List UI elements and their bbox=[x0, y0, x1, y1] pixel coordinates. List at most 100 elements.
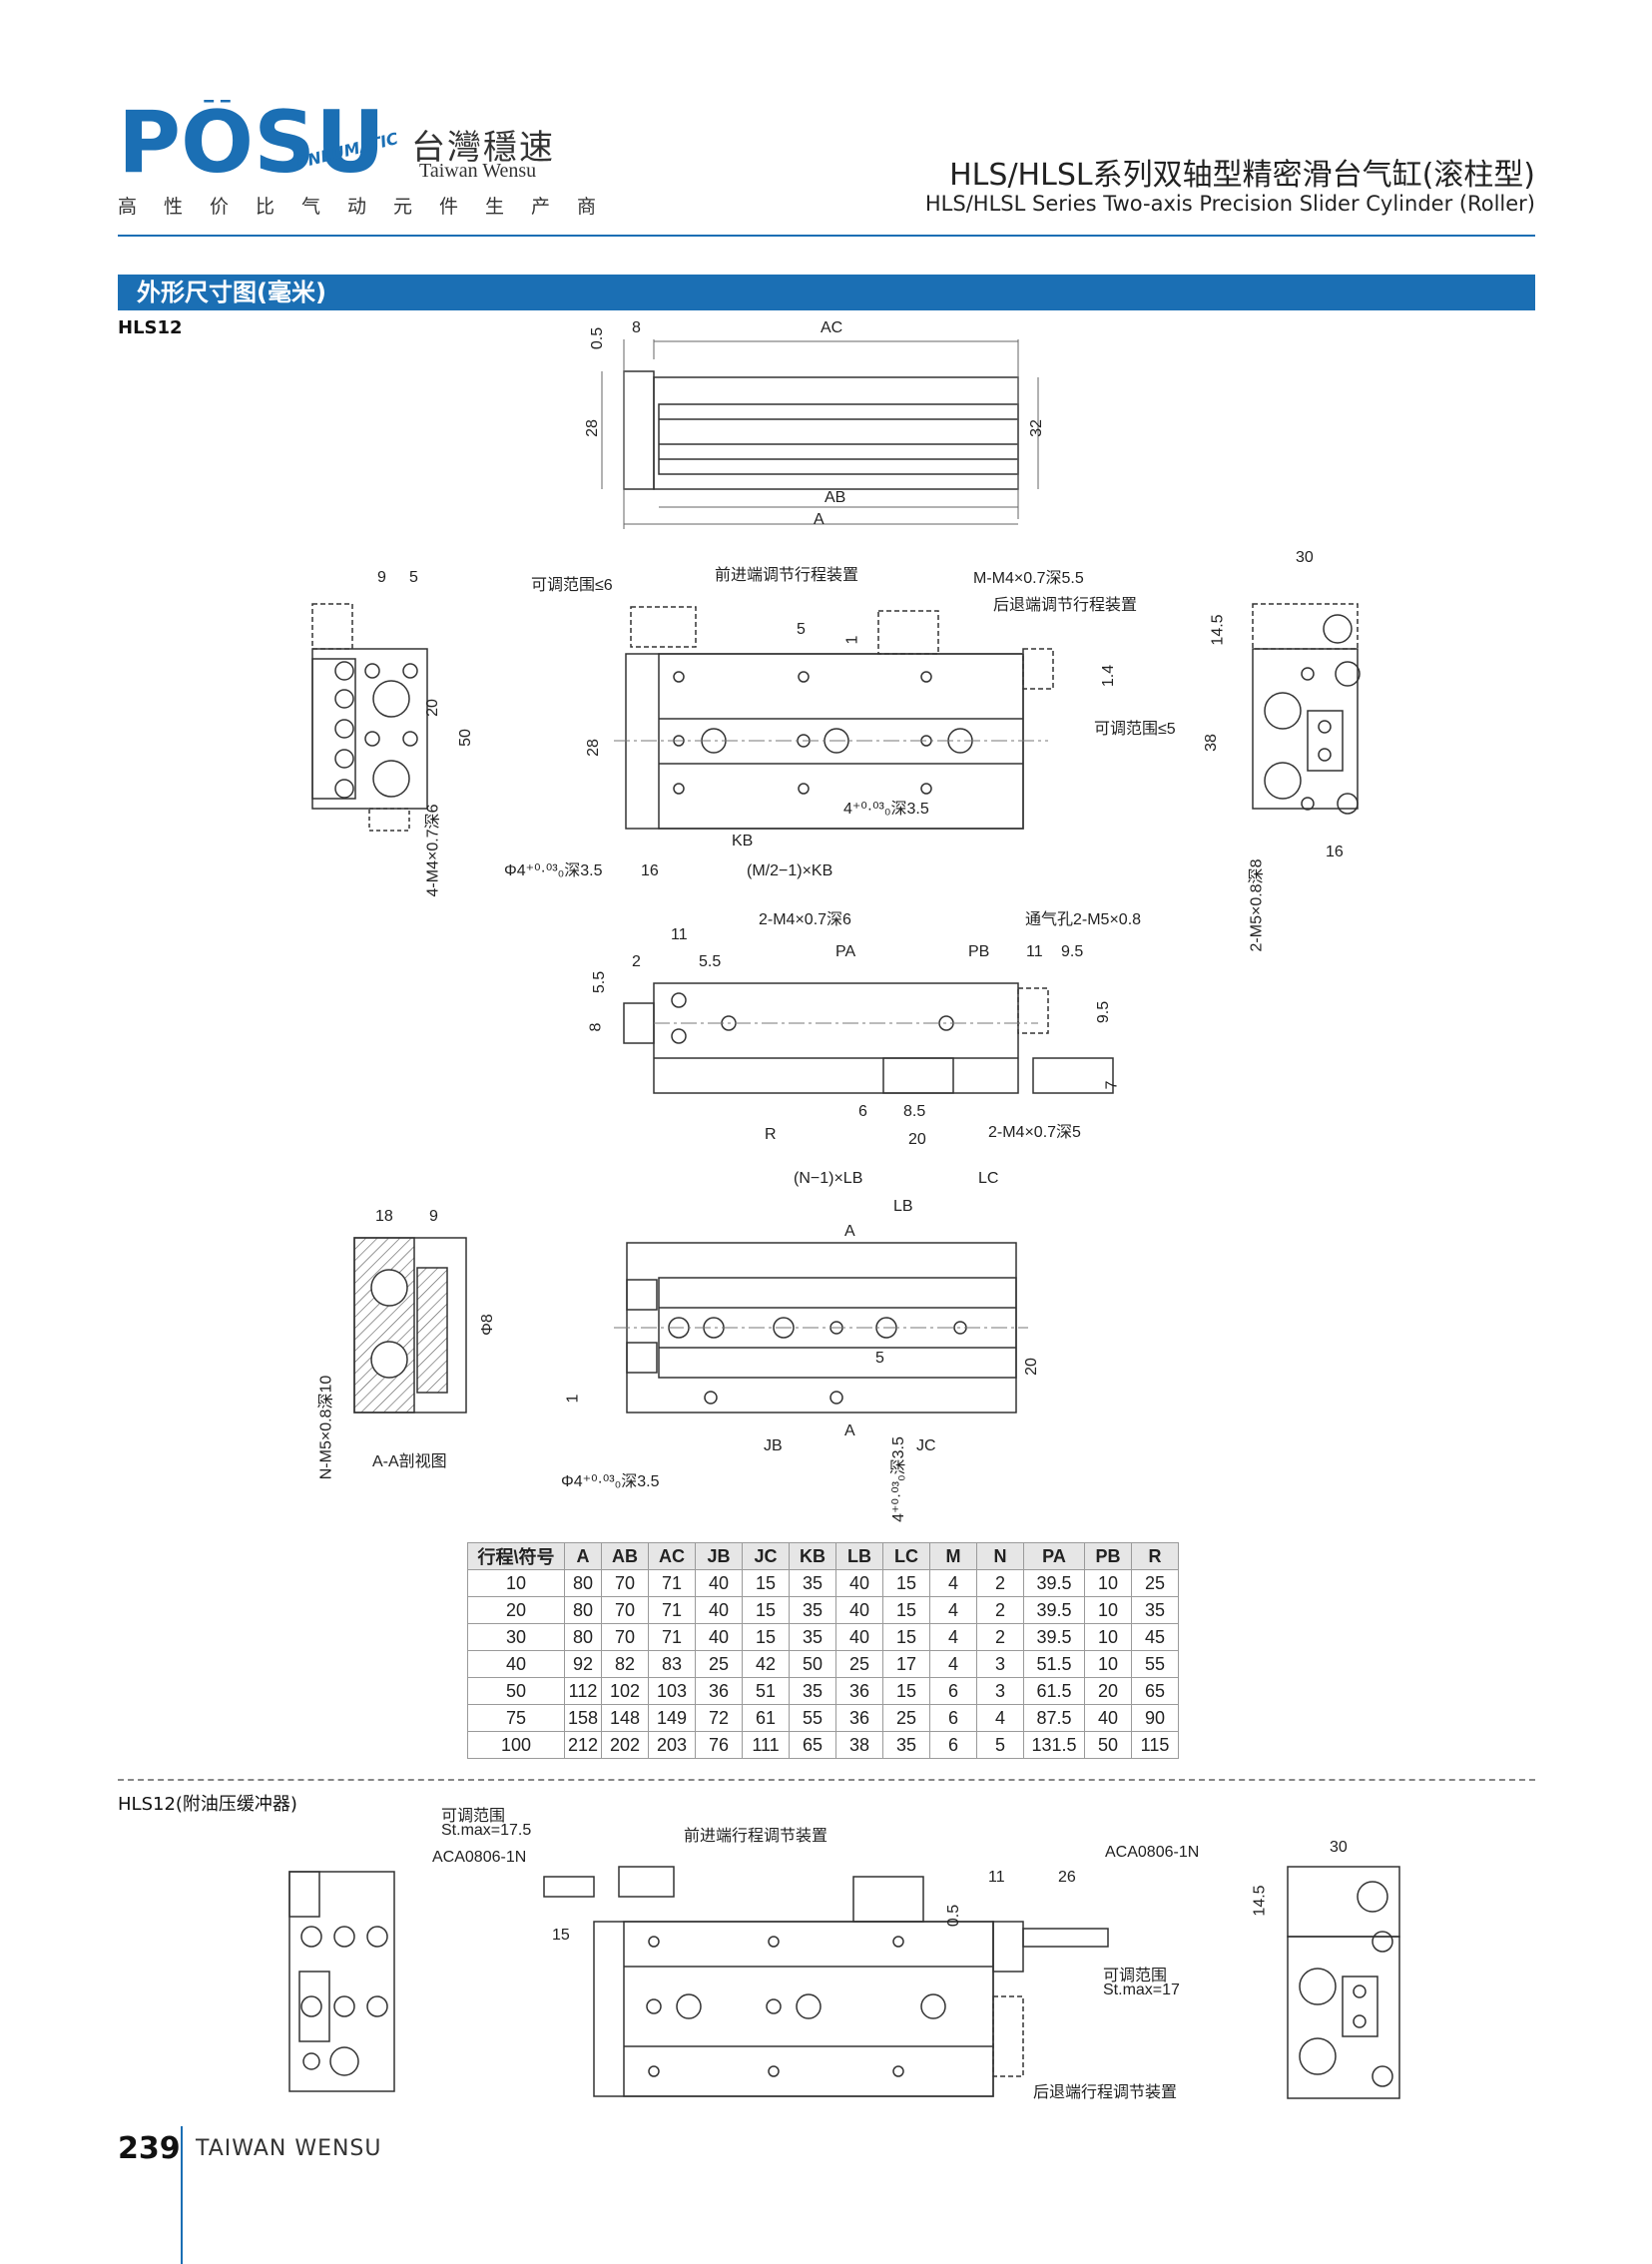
dim-label: 1.4 bbox=[1100, 664, 1118, 688]
drawing-main-plan-view bbox=[614, 606, 1054, 830]
dim-label: N-M5×0.8深10 bbox=[317, 1375, 335, 1480]
dim-label: 28 bbox=[584, 739, 602, 757]
table-cell: 20 bbox=[1084, 1677, 1132, 1705]
table-cell: 40 bbox=[695, 1623, 743, 1651]
dim-label: 11 bbox=[1026, 943, 1043, 960]
dimension-table: 行程\符号 A AB AC JB JC KB LB LC M N PA PB R… bbox=[467, 1542, 1179, 1759]
table-cell: 92 bbox=[564, 1650, 602, 1678]
dim-label: 1 bbox=[564, 1394, 582, 1404]
table-cell: 40 bbox=[835, 1623, 883, 1651]
table-cell: 61 bbox=[742, 1704, 790, 1732]
dim-label: ACA0806-1N bbox=[1105, 1844, 1200, 1861]
table-cell: 3 bbox=[976, 1677, 1024, 1705]
table-cell: 15 bbox=[742, 1623, 790, 1651]
table-cell: 35 bbox=[789, 1623, 836, 1651]
dim-label: 8 bbox=[587, 1022, 605, 1032]
dim-label: 18 bbox=[375, 1208, 393, 1225]
dim-label: 0.5 bbox=[589, 326, 607, 350]
table-cell: 82 bbox=[601, 1650, 649, 1678]
dim-label: A bbox=[844, 1422, 855, 1439]
table-cell: 2 bbox=[976, 1623, 1024, 1651]
dim-label: 16 bbox=[641, 862, 659, 879]
dim-label: (N−1)×LB bbox=[794, 1170, 863, 1187]
table-cell: 50 bbox=[467, 1677, 565, 1705]
table-cell: 40 bbox=[695, 1596, 743, 1624]
dim-label: 前进端调节行程装置 bbox=[715, 567, 859, 584]
table-cell: 40 bbox=[1084, 1704, 1132, 1732]
dim-label: A bbox=[844, 1223, 855, 1240]
footer-brand: TAIWAN WENSU bbox=[196, 2136, 382, 2161]
table-cell: 71 bbox=[648, 1623, 696, 1651]
model-label: HLS12 bbox=[118, 317, 183, 338]
dim-label: AB bbox=[825, 489, 846, 506]
table-cell: 102 bbox=[601, 1677, 649, 1705]
dim-label: 2 bbox=[632, 953, 641, 970]
table-cell: 25 bbox=[882, 1704, 930, 1732]
dim-label: A bbox=[814, 511, 825, 528]
dim-label: 可调范围 bbox=[1103, 1968, 1168, 1984]
table-header-cell: A bbox=[564, 1542, 602, 1570]
table-cell: 15 bbox=[882, 1569, 930, 1597]
table-cell: 4 bbox=[929, 1623, 977, 1651]
table-cell: 10 bbox=[1084, 1569, 1132, 1597]
header-rule bbox=[118, 235, 1535, 237]
dim-label: 20 bbox=[423, 699, 441, 717]
table-cell: 203 bbox=[648, 1731, 696, 1759]
table-cell: 36 bbox=[695, 1677, 743, 1705]
dim-label: AC bbox=[821, 319, 843, 336]
dim-label: PA bbox=[835, 943, 856, 960]
footer-divider bbox=[181, 2126, 183, 2264]
dim-label: 后退端调节行程装置 bbox=[993, 597, 1138, 614]
table-cell: 25 bbox=[835, 1650, 883, 1678]
table-cell: 15 bbox=[742, 1569, 790, 1597]
table-cell: 30 bbox=[467, 1623, 565, 1651]
table-header-cell: PA bbox=[1023, 1542, 1085, 1570]
dim-label: 9 bbox=[429, 1208, 438, 1225]
table-cell: 55 bbox=[1131, 1650, 1179, 1678]
table-header-cell: LB bbox=[835, 1542, 883, 1570]
table-cell: 35 bbox=[1131, 1596, 1179, 1624]
table-cell: 83 bbox=[648, 1650, 696, 1678]
table-cell: 87.5 bbox=[1023, 1704, 1085, 1732]
dim-label: 可调范围≤6 bbox=[531, 577, 613, 594]
dim-label: 5 bbox=[875, 1350, 884, 1367]
dim-label: 1 bbox=[843, 635, 861, 645]
dim-label: 9.5 bbox=[1061, 943, 1084, 960]
table-cell: 148 bbox=[601, 1704, 649, 1732]
brand-name-en: Taiwan Wensu bbox=[419, 160, 537, 182]
dim-label: 8.5 bbox=[903, 1103, 926, 1120]
table-cell: 202 bbox=[601, 1731, 649, 1759]
logo-wordmark: PÖSU bbox=[118, 100, 385, 190]
table-cell: 45 bbox=[1131, 1623, 1179, 1651]
table-cell: 4 bbox=[976, 1704, 1024, 1732]
table-cell: 4 bbox=[929, 1650, 977, 1678]
dim-label: JC bbox=[916, 1437, 936, 1454]
section-separator bbox=[118, 1779, 1535, 1781]
table-cell: 70 bbox=[601, 1596, 649, 1624]
model-label-buffer: HLS12(附油压缓冲器) bbox=[118, 1794, 297, 1815]
drawing-buffer-right-view bbox=[1287, 1866, 1400, 2099]
dim-label: 可调范围≤5 bbox=[1094, 721, 1176, 738]
drawing-buffer-plan-view bbox=[543, 1866, 1109, 2097]
dim-label: LC bbox=[978, 1170, 999, 1187]
dim-label: Φ8 bbox=[478, 1314, 496, 1336]
drawing-bottom-plan-view bbox=[614, 1242, 1028, 1414]
drawing-buffer-left-view bbox=[288, 1871, 395, 2092]
table-cell: 55 bbox=[789, 1704, 836, 1732]
table-cell: 76 bbox=[695, 1731, 743, 1759]
dim-label: R bbox=[765, 1126, 777, 1143]
table-header-cell: JB bbox=[695, 1542, 743, 1570]
table-cell: 51.5 bbox=[1023, 1650, 1085, 1678]
dim-label: 通气孔2-M5×0.8 bbox=[1025, 911, 1142, 928]
table-cell: 6 bbox=[929, 1677, 977, 1705]
brand-logo: PÖSU PNEUMATIC bbox=[118, 100, 400, 190]
page-number: 239 bbox=[118, 2131, 181, 2166]
table-cell: 38 bbox=[835, 1731, 883, 1759]
table-cell: 158 bbox=[564, 1704, 602, 1732]
table-cell: 15 bbox=[742, 1596, 790, 1624]
